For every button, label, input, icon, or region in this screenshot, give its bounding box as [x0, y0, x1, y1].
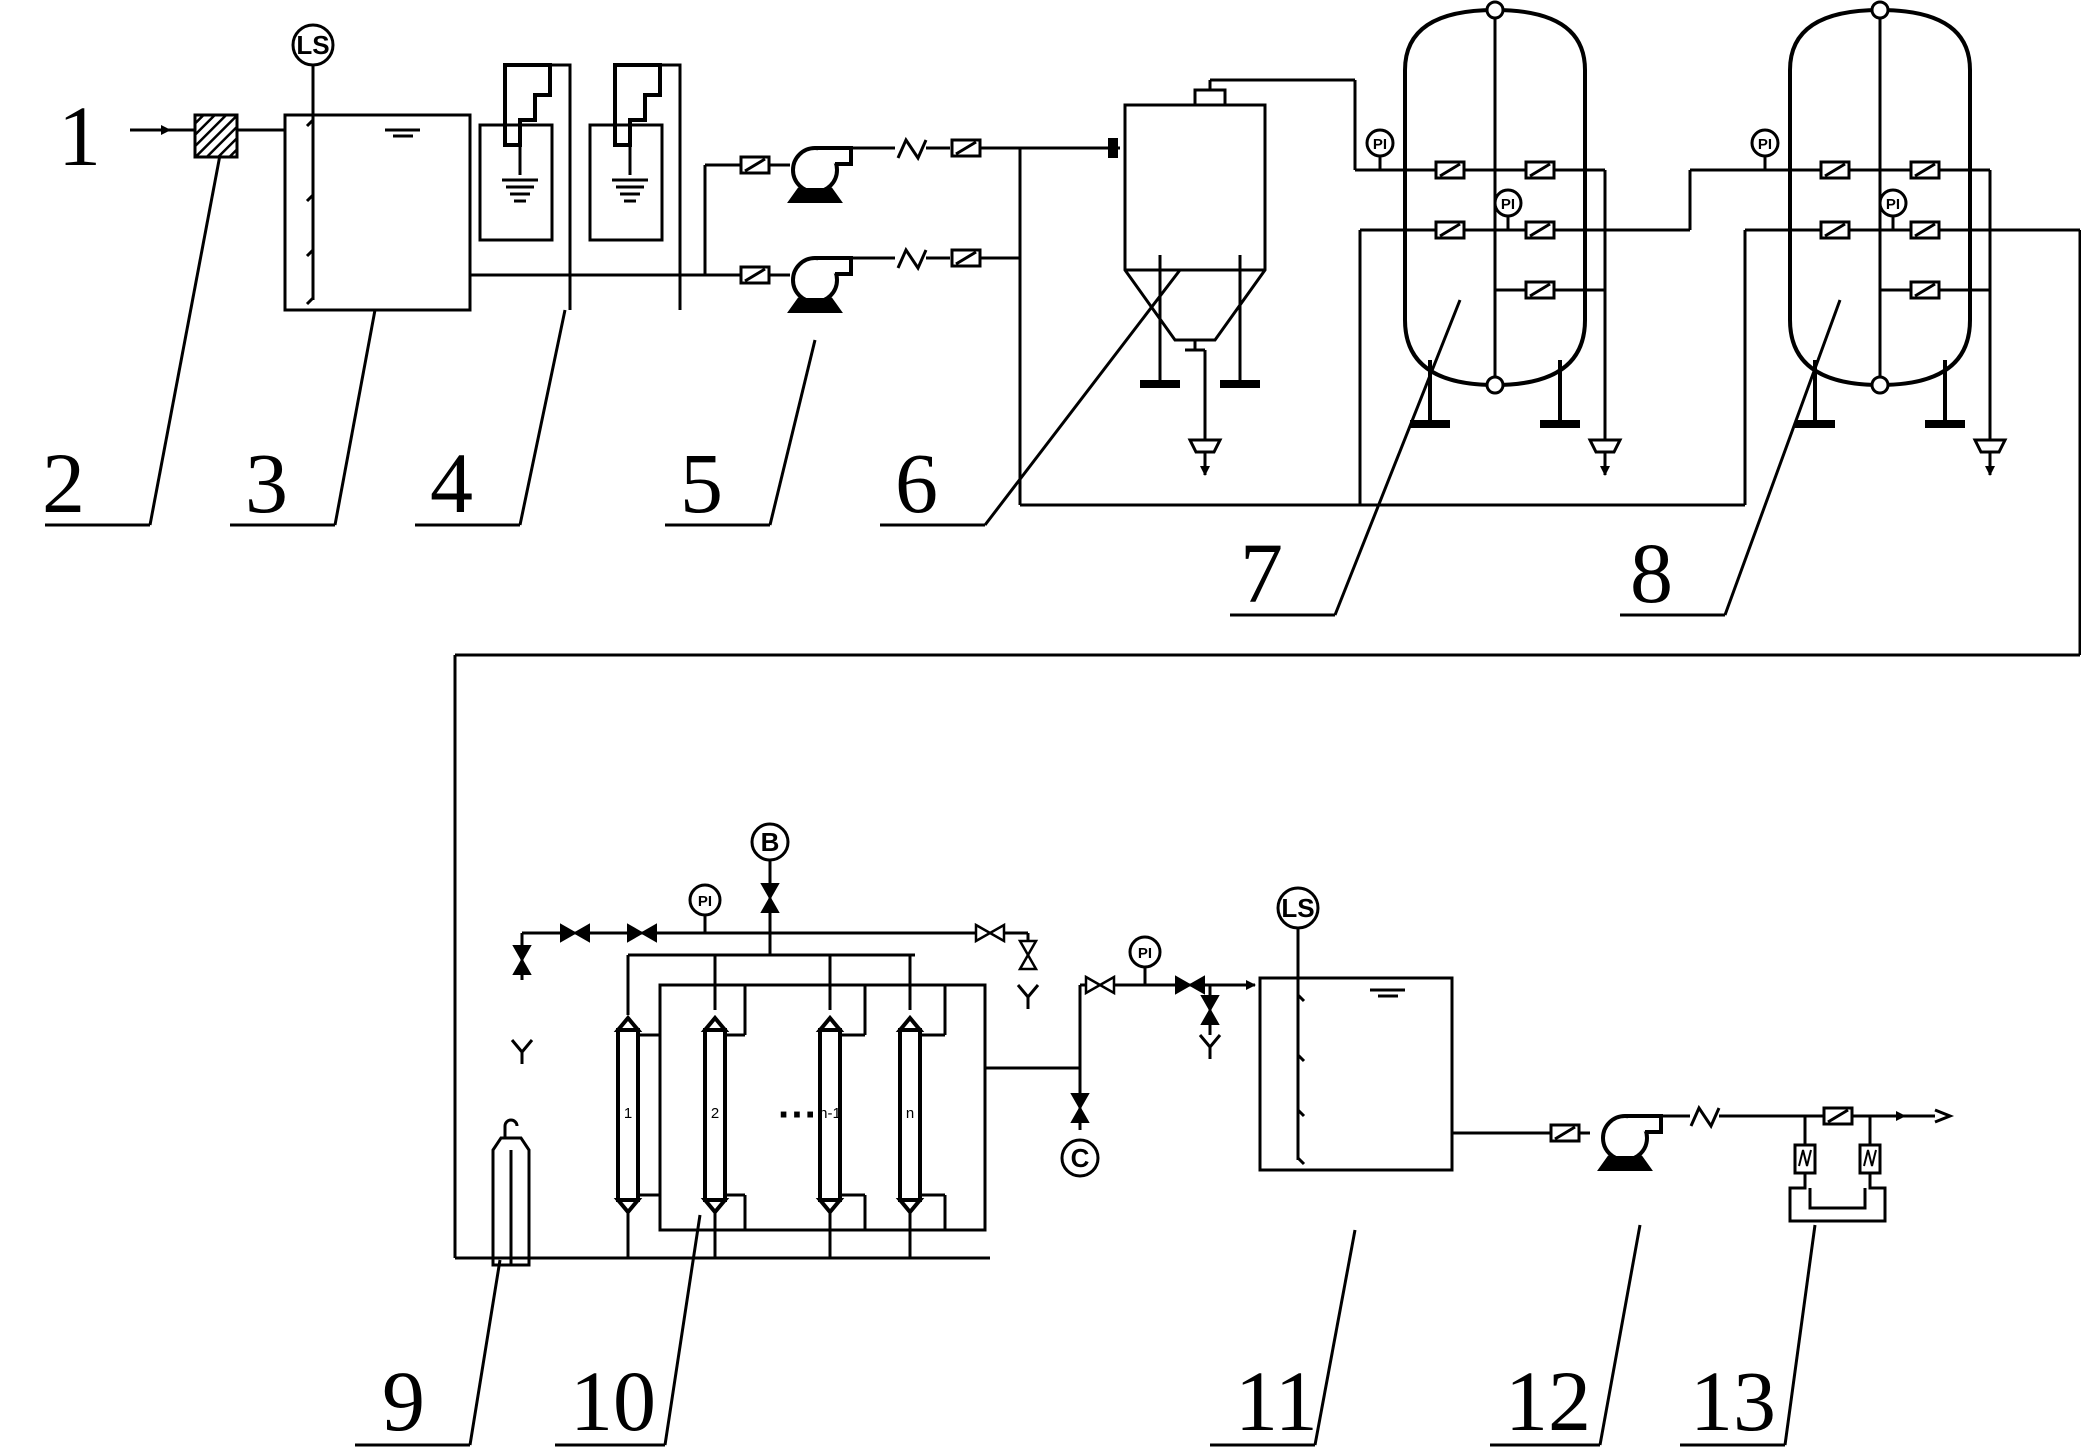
pressure-gauge-8b-label: PI — [1886, 196, 1900, 213]
permeate-valve-1 — [1084, 975, 1116, 995]
feed-pump-1 — [787, 146, 853, 204]
label-6: 6 — [895, 435, 938, 531]
pressure-gauge-8a — [1750, 128, 1780, 158]
final-treatment-unit — [1788, 1106, 1955, 1223]
membrane-tube-2: 2 — [700, 955, 747, 1230]
bypass-valve-3 — [974, 923, 1006, 943]
cartridge-filter — [491, 1118, 531, 1267]
leader-lines — [45, 154, 1842, 1447]
label-1: 1 — [58, 88, 101, 184]
level-switch-2-label: LS — [1281, 893, 1314, 923]
filter-vessel-1 — [1403, 0, 1587, 428]
vessel1-valve-a — [1434, 160, 1466, 180]
vessel1-valve-e — [1524, 280, 1556, 300]
membrane-tube-2-label: 2 — [711, 1105, 719, 1122]
pressure-gauge-7b — [1493, 188, 1523, 218]
clarifier-tank — [1108, 78, 1355, 476]
membrane-tube-n: n — [895, 955, 947, 1230]
drain-valve-left — [513, 945, 531, 975]
drain-left — [510, 1039, 534, 1064]
delivery-pump — [1597, 1114, 1663, 1172]
outlet-c — [1060, 1138, 1100, 1178]
check-valve-2 — [896, 248, 928, 270]
permeate-valve-2 — [1175, 976, 1205, 994]
label-5: 5 — [680, 435, 723, 531]
vessel2-valve-b — [1909, 160, 1941, 180]
label-4: 4 — [430, 435, 473, 531]
label-13: 13 — [1690, 1353, 1776, 1449]
membrane-tube-n-label: n — [906, 1105, 914, 1122]
pressure-gauge-8b — [1878, 188, 1908, 218]
raw-water-tank — [283, 113, 472, 312]
tube-ellipsis: ··· — [778, 1093, 818, 1137]
membrane-tube-1: 1 — [613, 955, 660, 1258]
vessel2-valve-e — [1909, 280, 1941, 300]
vessel2-valve-c — [1819, 220, 1851, 240]
sample-valve — [1201, 995, 1219, 1025]
membrane-tube-n-1-label: n-1 — [819, 1105, 841, 1122]
outlet-c-valve — [1071, 1093, 1089, 1123]
screen-filter — [193, 113, 239, 159]
vessel1-valve-d — [1524, 220, 1556, 240]
drain-valve-right — [1018, 939, 1038, 971]
pump2-discharge-valve — [950, 248, 982, 268]
pressure-gauge-7a-label: PI — [1373, 136, 1387, 153]
vessel2-valve-a — [1819, 160, 1851, 180]
level-switch-1-label: LS — [296, 30, 329, 60]
pressure-gauge-10-label: PI — [698, 893, 712, 910]
pressure-gauge-8a-label: PI — [1758, 136, 1772, 153]
outlet-c-label: C — [1071, 1143, 1090, 1173]
bypass-valve-2 — [627, 924, 657, 942]
delivery-check-valve — [1689, 1106, 1721, 1128]
label-7: 7 — [1240, 525, 1283, 621]
pressure-gauge-7a — [1365, 128, 1395, 158]
label-8: 8 — [1630, 525, 1673, 621]
label-12: 12 — [1505, 1353, 1591, 1449]
drain-right — [1016, 984, 1040, 1009]
membrane-tube-n-1: n-1 — [815, 955, 867, 1230]
filter-vessel-2 — [1788, 0, 1972, 428]
pump1-discharge-valve — [950, 138, 982, 158]
feed-pump-2 — [787, 256, 853, 314]
product-water-tank — [1258, 976, 1454, 1172]
inlet-b-label: B — [761, 827, 780, 857]
delivery-pump-suction-valve — [1549, 1123, 1581, 1143]
label-9: 9 — [382, 1353, 425, 1449]
label-10: 10 — [570, 1353, 656, 1449]
membrane-tube-1-label: 1 — [624, 1105, 632, 1122]
bypass-valve-1 — [560, 924, 590, 942]
label-2: 2 — [42, 435, 85, 531]
dosing-unit-2 — [588, 63, 682, 310]
label-3: 3 — [245, 435, 288, 531]
dosing-unit-1 — [478, 63, 572, 310]
label-11: 11 — [1235, 1353, 1318, 1449]
pressure-gauge-11-label: PI — [1138, 945, 1152, 962]
sample-drain — [1198, 1034, 1222, 1059]
vessel1-valve-b — [1524, 160, 1556, 180]
pump2-suction-valve — [739, 265, 771, 285]
pressure-gauge-7b-label: PI — [1501, 196, 1515, 213]
vessel1-valve-c — [1434, 220, 1466, 240]
pressure-gauge-11 — [1128, 935, 1162, 969]
inlet-b-valve — [761, 883, 779, 913]
check-valve-1 — [896, 138, 928, 160]
vessel2-valve-d — [1909, 220, 1941, 240]
pressure-gauge-10 — [688, 883, 722, 917]
pump1-suction-valve — [739, 155, 771, 175]
